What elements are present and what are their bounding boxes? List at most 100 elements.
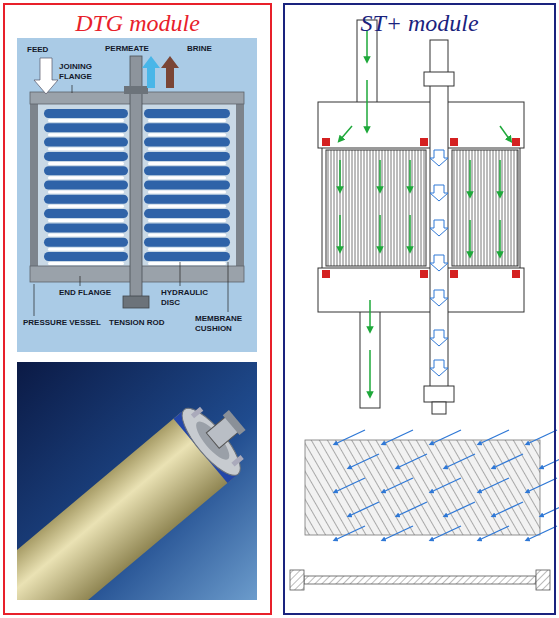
illustration-part bbox=[148, 119, 226, 122]
illustration-part bbox=[527, 430, 557, 444]
illustration-part bbox=[144, 166, 230, 175]
part-label: FEED bbox=[26, 45, 49, 55]
illustration-part bbox=[144, 123, 230, 132]
illustration-part bbox=[48, 248, 124, 251]
illustration-part bbox=[366, 80, 368, 130]
st-plus-drawing bbox=[318, 20, 524, 414]
illustration-part bbox=[161, 56, 179, 88]
illustration-part bbox=[499, 160, 501, 195]
membrane-detail bbox=[290, 430, 559, 590]
illustration-part bbox=[322, 270, 330, 278]
illustration-part bbox=[148, 162, 226, 165]
illustration-part bbox=[148, 133, 226, 136]
illustration-part bbox=[148, 191, 226, 194]
illustration-part bbox=[304, 576, 536, 584]
illustration-part bbox=[349, 454, 379, 468]
illustration-part bbox=[48, 233, 124, 236]
illustration-part bbox=[34, 58, 58, 94]
illustration-part bbox=[48, 148, 124, 151]
illustration-part bbox=[349, 502, 379, 516]
illustration-part bbox=[180, 262, 181, 286]
illustration-part bbox=[430, 330, 448, 346]
illustration-part bbox=[420, 270, 428, 278]
illustration-part bbox=[335, 430, 559, 540]
illustration-part bbox=[430, 220, 448, 236]
illustration-part bbox=[144, 152, 230, 161]
illustration-part bbox=[124, 86, 148, 94]
illustration-part bbox=[339, 215, 341, 250]
part-label: TENSION ROD bbox=[108, 318, 166, 328]
illustration-part bbox=[144, 238, 230, 247]
illustration-part bbox=[432, 402, 446, 414]
illustration-part bbox=[493, 454, 523, 468]
illustration-part bbox=[469, 160, 471, 195]
illustration-part bbox=[397, 454, 427, 468]
illustration-part bbox=[144, 195, 230, 204]
illustration-part bbox=[231, 455, 243, 467]
illustration-part bbox=[499, 220, 501, 255]
illustration-part bbox=[305, 440, 540, 535]
illustration-part bbox=[369, 350, 371, 395]
dtg-cutaway bbox=[17, 38, 257, 352]
illustration-part bbox=[512, 270, 520, 278]
illustration-part bbox=[48, 176, 124, 179]
illustration-part bbox=[326, 150, 426, 266]
illustration-part bbox=[148, 233, 226, 236]
illustration-part bbox=[527, 478, 557, 492]
illustration-part bbox=[383, 526, 413, 540]
illustration-part bbox=[339, 160, 341, 190]
illustration-part bbox=[48, 219, 124, 222]
illustration-part bbox=[424, 386, 454, 402]
module-photo bbox=[17, 362, 257, 600]
dtg-panel: DTG module bbox=[3, 3, 272, 615]
illustration-part bbox=[148, 219, 226, 222]
illustration-part bbox=[148, 148, 226, 151]
part-label: HYDRAULIC DISC bbox=[160, 288, 218, 308]
illustration-part bbox=[148, 248, 226, 251]
illustration-part bbox=[48, 162, 124, 165]
illustration-part bbox=[44, 238, 128, 247]
illustration-part bbox=[420, 138, 428, 146]
illustration-part bbox=[48, 191, 124, 194]
illustration-part bbox=[430, 290, 448, 306]
part-label: BRINE bbox=[186, 44, 213, 54]
illustration-part bbox=[17, 38, 257, 352]
part-label: PRESSURE VESSEL bbox=[22, 318, 102, 328]
illustration-part bbox=[430, 150, 448, 166]
illustration-part bbox=[424, 72, 454, 86]
illustration-part bbox=[142, 56, 160, 88]
illustration-part bbox=[430, 40, 448, 396]
illustration-part bbox=[123, 296, 149, 308]
illustration-part bbox=[44, 195, 128, 204]
illustration-part bbox=[48, 119, 124, 122]
illustration-part bbox=[340, 30, 510, 395]
illustration-part bbox=[383, 430, 413, 444]
illustration-part bbox=[48, 133, 124, 136]
illustration-part bbox=[144, 181, 230, 190]
illustration-part bbox=[452, 150, 518, 266]
illustration-part bbox=[34, 284, 35, 316]
illustration-part bbox=[290, 570, 304, 590]
illustration-part bbox=[34, 85, 228, 316]
illustration-part bbox=[512, 138, 520, 146]
illustration-part bbox=[44, 166, 128, 175]
illustration-part bbox=[493, 502, 523, 516]
illustration-part bbox=[431, 478, 461, 492]
illustration-part bbox=[148, 176, 226, 179]
illustration-part bbox=[409, 160, 411, 190]
illustration-part bbox=[479, 430, 509, 444]
illustration-part bbox=[469, 220, 471, 255]
illustration-part bbox=[144, 109, 230, 118]
st-plus-panel: ST+ module bbox=[283, 3, 556, 615]
illustration-part bbox=[536, 570, 550, 590]
illustration-part bbox=[44, 209, 128, 218]
part-label: PERMEATE bbox=[104, 44, 150, 54]
part-label: JOINING FLANGE bbox=[58, 62, 112, 82]
panel-title: DTG module bbox=[5, 9, 270, 37]
part-label: MEMBRANE CUSHION bbox=[194, 314, 254, 334]
part-label: END FLANGE bbox=[58, 288, 112, 298]
illustration-part bbox=[379, 215, 381, 250]
illustration-part bbox=[431, 526, 461, 540]
